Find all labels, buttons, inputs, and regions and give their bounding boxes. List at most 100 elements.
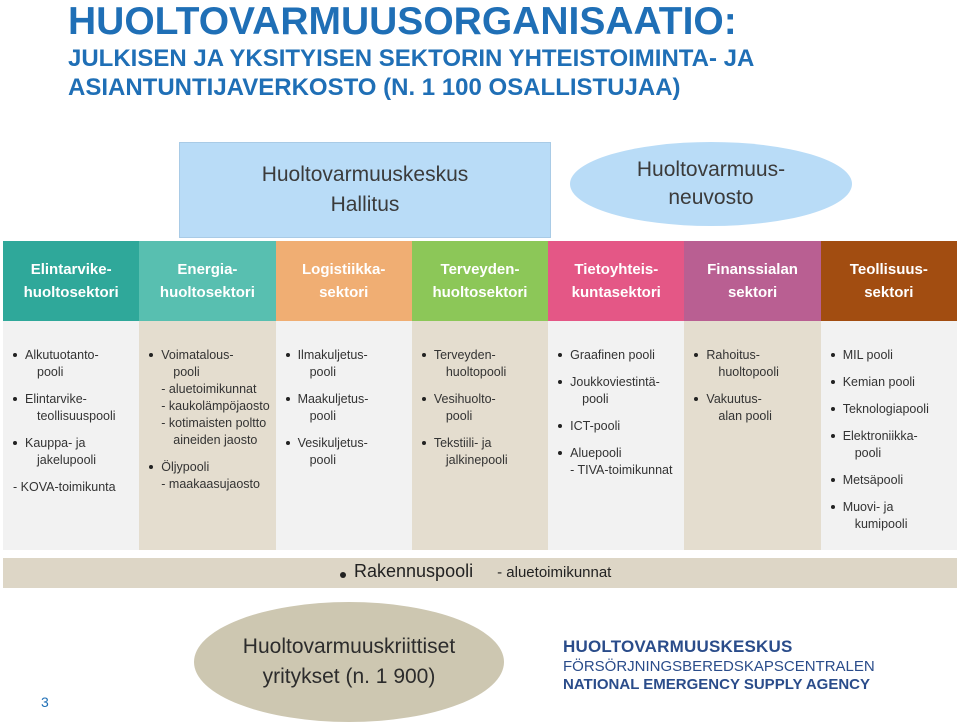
pool-item-line: teollisuuspooli [37,409,116,423]
pool-item-line: pooli [173,365,200,379]
pool-item: Kauppa- ja jakelupooli [13,435,135,469]
pool-item: Alkutuotanto-pooli [13,347,135,381]
pool-item-line: Ilmakuljetus- [297,348,368,362]
pool-item: Maakuljetus-pooli [285,391,408,425]
pool-item-line: Teknologiapooli [842,402,929,416]
sector-label-line: sektori [319,284,369,301]
pool-item-line: huoltopooli [718,365,779,379]
pool-item-line: huoltopooli [445,365,507,379]
pool-item-line: jakelupooli [37,453,97,467]
sector-header: Teollisuus-sektori [820,241,957,321]
pool-item-line: pooli [854,446,882,460]
pool-item: - KOVA-toimikunta [13,479,135,496]
pool-item: Kemian pooli [830,374,953,391]
sector-label-line: Teollisuus- [849,261,928,278]
logo-line-fi: HUOLTOVARMUUSKESKUS [563,637,793,656]
sector-label-line: Elintarvike- [30,261,112,278]
logo-line-sv: FÖRSÖRJNINGSBEREDSKAPSCENTRALEN [563,658,875,675]
pool-item-line: Aluepooli [570,446,622,460]
page-number: 3 [41,694,49,710]
sector-label-line: kuntasektori [571,284,661,301]
hallitus-line-1: Huoltovarmuuskeskus [261,163,469,186]
pool-item-line: alan pooli [718,409,772,423]
rakennuspooli-label: Rakennuspooli [354,561,474,581]
pool-item-line: jalkinepooli [445,453,508,467]
page-title: HUOLTOVARMUUSORGANISAATIO: [68,0,737,43]
sector-header: Finanssialan sektori [684,241,821,321]
pool-item: Graafinen pooli [558,347,680,364]
pool-item-line: - KOVA-toimikunta [13,480,116,494]
pool-item: Teknologiapooli [830,401,953,418]
pool-item-line: - maakaasujaosto [161,477,260,491]
pool-item-line: pooli [582,392,609,406]
pool-item-line: pooli [445,409,473,423]
pool-item: ICT-pooli [558,418,680,435]
neuvosto-line-2: neuvosto [668,186,754,209]
organization-logo: HUOLTOVARMUUSKESKUS FÖRSÖRJNINGSBEREDSKA… [563,637,875,693]
sector-label-line: Energia- [177,261,238,278]
hallitus-box: Huoltovarmuuskeskus Hallitus [179,142,551,238]
pool-item: MIL pooli [830,347,953,364]
neuvosto-ellipse: Huoltovarmuus- neuvosto [570,142,852,226]
pool-item-line: - aluetoimikunnat [161,382,257,396]
pool-item-line: Joukkoviestintä- [570,375,660,389]
pool-item-line: Vesikuljetus- [297,436,368,450]
sector-header: Tietoyhteis-kuntasektori [548,241,685,321]
logo-line-en: NATIONAL EMERGENCY SUPPLY AGENCY [563,676,871,693]
pool-item: Voimatalous-pooli- aluetoimikunnat- kauk… [149,347,271,449]
sector-header: Elintarvike-huoltosektori [3,241,140,321]
pool-item-line: Metsäpooli [842,473,904,487]
sector-header: Logistiikka-sektori [275,241,412,321]
pool-item: Elektroniikka-pooli [830,428,953,462]
pool-item-line: Muovi- ja [842,500,894,514]
pool-item-line: MIL pooli [842,348,893,362]
sector-label-line: huoltosektori [432,284,528,301]
pool-item-line: Vesihuolto- [433,392,496,406]
rakennuspooli-bar [3,558,957,588]
pool-item-line: aineiden jaosto [173,433,258,447]
pool-item-line: Elektroniikka- [842,429,918,443]
sector-label-line: huoltosektori [23,284,119,301]
pool-item-line: Alkutuotanto- [25,348,99,362]
pool-item-line: - kotimaisten poltto [161,416,267,430]
pool-item: Terveyden-huoltopooli [421,347,544,381]
pool-item-line: Graafinen pooli [570,348,655,362]
rakennuspooli-bullet [340,572,346,578]
hallitus-line-2: Hallitus [330,193,400,216]
pool-item-line: Maakuljetus- [297,392,369,406]
sector-label-line: Logistiikka- [302,261,386,278]
pool-item-line: Vakuutus- [706,392,762,406]
pool-item-line: Terveyden- [433,348,496,362]
pool-item-line: Öljypooli [161,460,210,474]
pool-item-line: Voimatalous- [161,348,234,362]
pool-item-line: pooli [309,409,336,423]
sector-label-line: sektori [727,284,778,301]
pool-item: Öljypooli - maakaasujaosto [149,459,271,493]
pool-item: Ilmakuljetus-pooli [285,347,408,381]
pool-item-line: pooli [37,365,64,379]
kriittiset-line-1: Huoltovarmuuskriittiset [242,635,456,658]
sector-label-line: Finanssialan [707,261,798,278]
pool-item: Metsäpooli [830,472,953,489]
sector-label-line: Terveyden- [440,261,520,278]
subtitle-line-2: ASIANTUNTIJAVERKOSTO (N. 1 100 OSALLISTU… [68,74,681,101]
pool-item-line: Kauppa- ja [25,436,86,450]
pool-item: Joukkoviestintä-pooli [558,374,680,408]
sector-header: Energia-huoltosektori [139,241,276,321]
sector-label-line: huoltosektori [159,284,255,301]
pool-item-line: pooli [309,453,336,467]
pool-item-line: Elintarvike- [25,392,87,406]
pool-column: Voimatalous-pooli- aluetoimikunnat- kauk… [139,321,276,550]
pool-item-line: pooli [309,365,336,379]
subtitle-line-1: JULKISEN JA YKSITYISEN SEKTORIN YHTEISTO… [68,45,755,72]
sector-label-line: Tietoyhteis- [574,261,659,278]
page-subtitle: JULKISEN JA YKSITYISEN SEKTORIN YHTEISTO… [68,44,754,102]
